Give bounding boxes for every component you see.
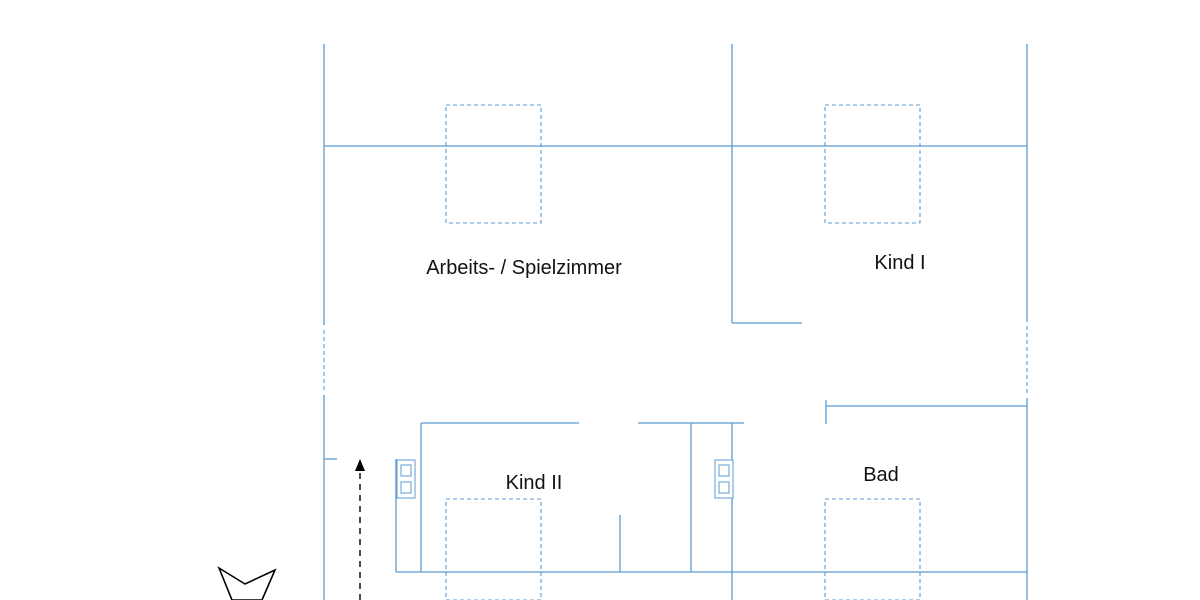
window-bad [824, 498, 921, 600]
room-label-bad: Bad [863, 464, 899, 486]
window-kind1 [824, 104, 921, 224]
entrance-arrow-icon [355, 459, 365, 600]
room-labels: Arbeits- / Spielzimmer Kind I Kind II Ba… [426, 252, 925, 494]
windows [445, 104, 921, 600]
compass-shape [217, 566, 277, 600]
double-socket-icon [714, 459, 734, 499]
room-label-kind-1: Kind I [874, 252, 925, 274]
north-compass-icon [217, 566, 277, 600]
walls [323, 44, 1028, 600]
double-socket-icon [396, 459, 416, 499]
socket-left-top [400, 464, 412, 477]
room-label-kind-2: Kind II [506, 472, 563, 494]
socket-right-top [718, 464, 730, 477]
socket-left-bottom [400, 481, 412, 494]
entrance-arrow-head [355, 459, 365, 471]
window-arbeits [445, 104, 542, 224]
room-label-arbeits-spielzimmer: Arbeits- / Spielzimmer [426, 257, 622, 279]
socket-right-bottom [718, 481, 730, 494]
window-kind2 [445, 498, 542, 600]
